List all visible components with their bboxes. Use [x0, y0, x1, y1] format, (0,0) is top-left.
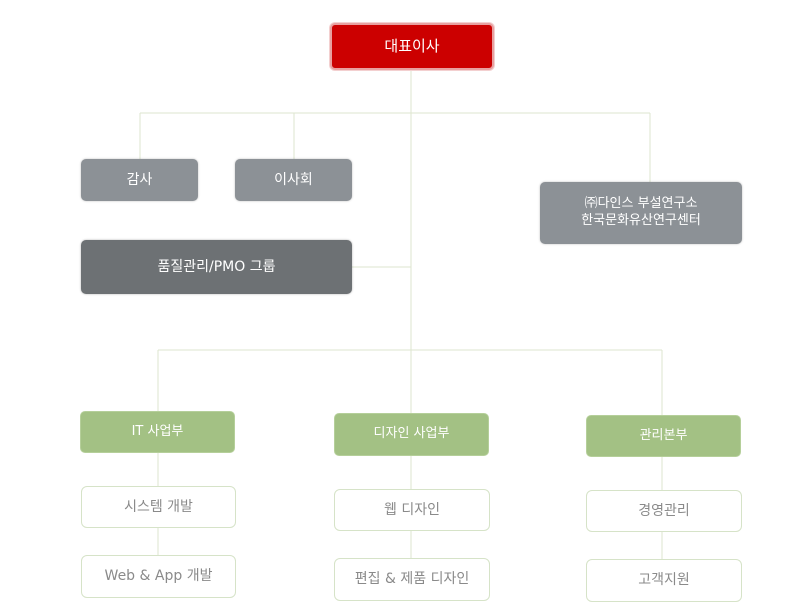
team-web-design-label: 웹 디자인 — [384, 501, 440, 518]
division-admin: 관리본부 — [586, 415, 741, 457]
division-design: 디자인 사업부 — [334, 413, 489, 456]
division-it-label: IT 사업부 — [131, 423, 184, 439]
research-center-box: ㈜다인스 부설연구소 한국문화유산연구센터 — [540, 182, 742, 244]
team-web-design: 웹 디자인 — [334, 489, 490, 531]
team-management-label: 경영관리 — [638, 502, 690, 519]
division-admin-label: 관리본부 — [639, 427, 688, 443]
team-system-dev-label: 시스템 개발 — [124, 498, 193, 515]
team-edit-product-design-label: 편집 & 제품 디자인 — [354, 571, 470, 588]
board-box: 이사회 — [235, 159, 352, 201]
quality-pmo-label: 품질관리/PMO 그룹 — [157, 258, 276, 275]
team-management: 경영관리 — [586, 490, 742, 532]
team-edit-product-design: 편집 & 제품 디자인 — [334, 558, 490, 601]
team-customer-support: 고객지원 — [586, 559, 742, 602]
board-label: 이사회 — [274, 171, 313, 188]
research-center-line2: 한국문화유산연구센터 — [581, 213, 701, 228]
audit-label: 감사 — [126, 171, 153, 188]
ceo-label: 대표이사 — [384, 36, 440, 55]
research-center-line1: ㈜다인스 부설연구소 — [584, 196, 698, 212]
team-web-app-dev: Web & App 개발 — [81, 555, 236, 598]
audit-box: 감사 — [81, 159, 198, 201]
ceo-box: 대표이사 — [330, 23, 494, 70]
division-it: IT 사업부 — [80, 411, 235, 453]
team-web-app-dev-label: Web & App 개발 — [104, 568, 213, 585]
team-system-dev: 시스템 개발 — [81, 486, 236, 528]
division-design-label: 디자인 사업부 — [373, 426, 450, 442]
team-customer-support-label: 고객지원 — [638, 572, 690, 589]
quality-pmo-box: 품질관리/PMO 그룹 — [81, 240, 352, 294]
